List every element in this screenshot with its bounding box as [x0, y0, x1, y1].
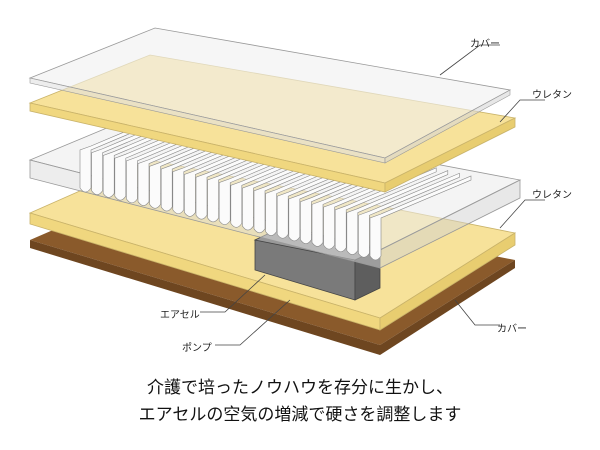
caption-line-2: エアセルの空気の増減で硬さを調整します [138, 405, 462, 425]
label-bottom-cover: カバー [497, 324, 527, 335]
leader-lines [200, 44, 545, 346]
air-cell-tube [346, 170, 449, 255]
label-pump: ポンプ [182, 343, 212, 354]
top-cover-layer [28, 27, 512, 164]
label-bottom-urethane: ウレタン [532, 190, 572, 201]
air-cell-tube [358, 172, 460, 258]
air-cell-tube [334, 167, 437, 253]
label-top-urethane: ウレタン [532, 90, 572, 101]
label-top-cover: カバー [470, 39, 500, 50]
label-air-cell: エアセル [160, 310, 200, 321]
air-cell-tube [369, 175, 472, 261]
caption-line-1: 介護で培ったノウハウを存分に生かし、 [147, 378, 453, 398]
